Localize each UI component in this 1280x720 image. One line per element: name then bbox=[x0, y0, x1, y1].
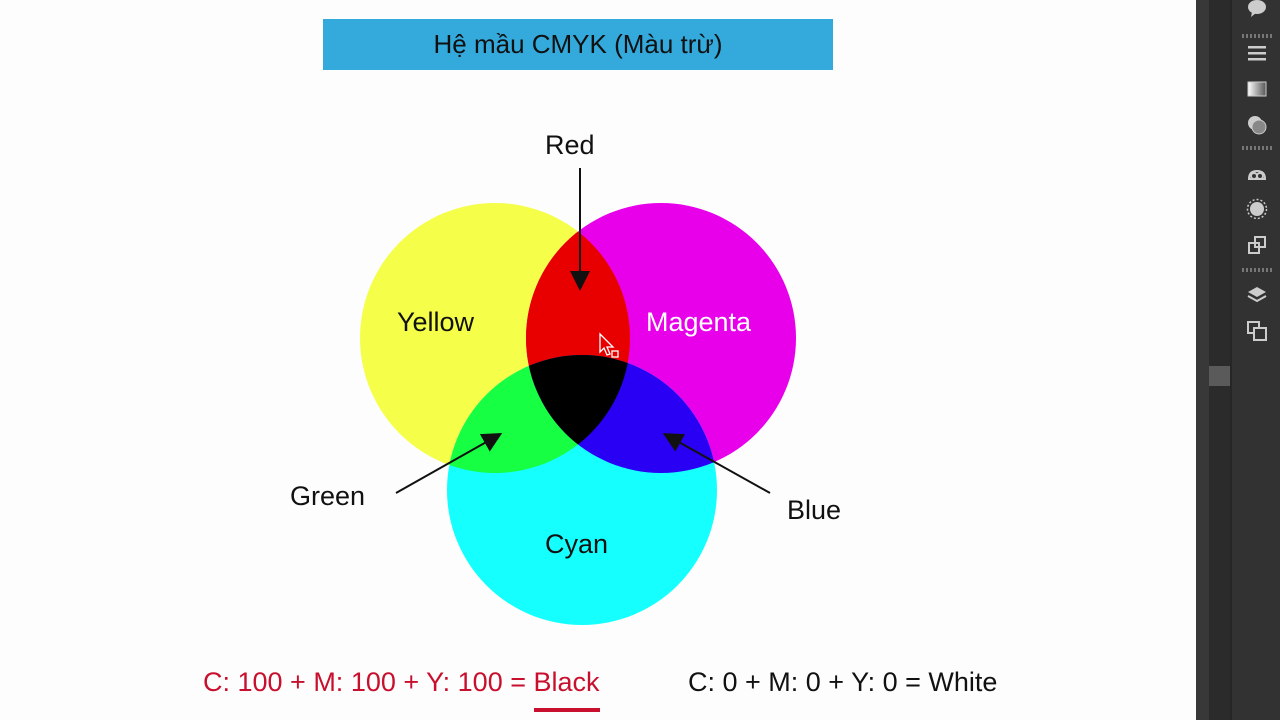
label-magenta: Magenta bbox=[646, 307, 752, 337]
blue-arrow bbox=[662, 433, 771, 494]
blue-overlap bbox=[526, 355, 717, 473]
vertical-scrollbar[interactable] bbox=[1196, 0, 1230, 720]
artboards-icon[interactable] bbox=[1240, 316, 1274, 346]
green-overlap bbox=[447, 355, 630, 473]
document-canvas: Hệ mầu CMYK (Màu trừ) bbox=[203, 19, 998, 712]
panel-grip[interactable] bbox=[1242, 146, 1272, 150]
cmyk-venn-diagram bbox=[360, 168, 796, 625]
appearance-icon[interactable] bbox=[1240, 110, 1274, 140]
color-theme-icon[interactable] bbox=[1240, 194, 1274, 224]
gradient-icon[interactable] bbox=[1240, 74, 1274, 104]
panel-grip[interactable] bbox=[1242, 34, 1272, 38]
scrollbar-track[interactable] bbox=[1209, 0, 1230, 720]
label-yellow: Yellow bbox=[397, 307, 475, 337]
green-arrow bbox=[395, 433, 503, 494]
panel-grip[interactable] bbox=[1242, 268, 1272, 272]
comment-icon[interactable] bbox=[1240, 0, 1274, 22]
mouse-cursor-icon bbox=[599, 332, 619, 358]
panel-divider bbox=[1230, 0, 1232, 720]
panel-dock bbox=[1232, 0, 1280, 720]
formula-black-prefix: C: 100 + M: 100 + Y: 100 = bbox=[203, 667, 534, 697]
formula-black: C: 100 + M: 100 + Y: 100 = Black bbox=[203, 667, 600, 712]
menu-icon[interactable] bbox=[1240, 38, 1274, 68]
layers-icon[interactable] bbox=[1240, 280, 1274, 310]
formula-black-result: Black bbox=[533, 667, 600, 712]
slide-title: Hệ mầu CMYK (Màu trừ) bbox=[433, 29, 723, 59]
label-cyan: Cyan bbox=[545, 529, 609, 559]
scrollbar-thumb[interactable] bbox=[1209, 366, 1230, 386]
label-blue: Blue bbox=[787, 495, 842, 525]
formula-white: C: 0 + M: 0 + Y: 0 = White bbox=[688, 667, 998, 697]
export-icon[interactable] bbox=[1240, 230, 1274, 260]
title-banner: Hệ mầu CMYK (Màu trừ) bbox=[323, 19, 833, 70]
label-red: Red bbox=[545, 130, 595, 160]
label-green: Green bbox=[290, 481, 366, 511]
cc-libraries-icon[interactable] bbox=[1240, 160, 1274, 190]
